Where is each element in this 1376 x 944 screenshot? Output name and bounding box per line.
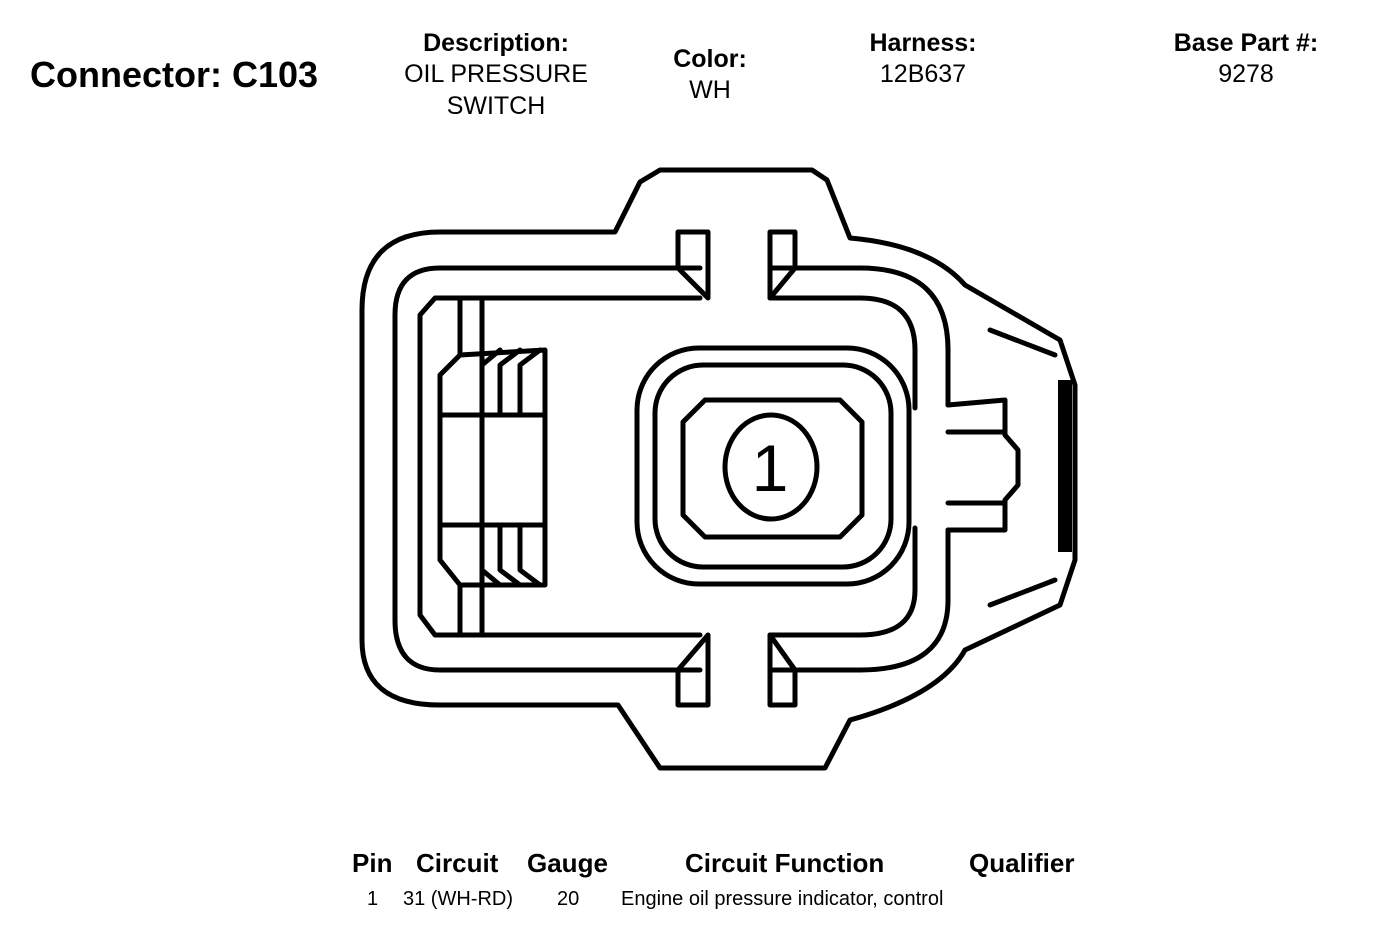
left-lock-body (437, 347, 548, 588)
harness-label: Harness: (869, 29, 977, 57)
connector-title: Connector: C103 (30, 54, 318, 96)
base-part-label: Base Part #: (1173, 29, 1319, 57)
connector-id: C103 (232, 54, 319, 95)
right-latch (945, 397, 1021, 533)
left-lock-ridges (479, 347, 543, 588)
description-label: Description: (423, 29, 569, 57)
harness-block: Harness: 12B637 (830, 28, 1016, 90)
base-part-block: Base Part #: 9278 (1140, 28, 1352, 90)
row-gauge: 20 (557, 888, 580, 910)
connector-label: Connector: (30, 54, 222, 95)
col-header-qualifier: Qualifier (969, 848, 1075, 878)
color-label: Color: (673, 45, 747, 73)
pin-cavity-terminal (680, 397, 865, 540)
color-block: Color: WH (640, 44, 780, 106)
color-value: WH (689, 76, 731, 104)
top-key (675, 229, 798, 301)
inner-most-wall (417, 295, 918, 638)
row-circuit: 31 (WH-RD) (403, 888, 513, 910)
bottom-key (675, 632, 798, 708)
col-header-gauge: Gauge (527, 848, 608, 878)
row-function: Engine oil pressure indicator, control (621, 888, 944, 910)
right-bracket-top (987, 327, 1058, 358)
base-part-value: 9278 (1218, 60, 1274, 88)
description-block: Description: OIL PRESSURE SWITCH (380, 28, 612, 122)
pin-cavity-outer (634, 345, 912, 587)
right-bar (1058, 380, 1072, 552)
col-header-pin: Pin (352, 848, 393, 878)
row-pin: 1 (367, 888, 379, 910)
col-header-function: Circuit Function (685, 848, 885, 878)
harness-value: 12B637 (879, 60, 967, 88)
inner-wall (392, 265, 951, 673)
col-header-circuit: Circuit (416, 848, 499, 878)
right-bracket-bottom (987, 577, 1058, 608)
pin-1-label: 1 (752, 431, 789, 505)
pin-cavity-inner (652, 362, 894, 570)
pin-1-circle (722, 412, 820, 522)
left-lock-outer (437, 295, 463, 638)
housing-outline (359, 167, 1078, 771)
description-value: OIL PRESSURE SWITCH (404, 60, 588, 120)
